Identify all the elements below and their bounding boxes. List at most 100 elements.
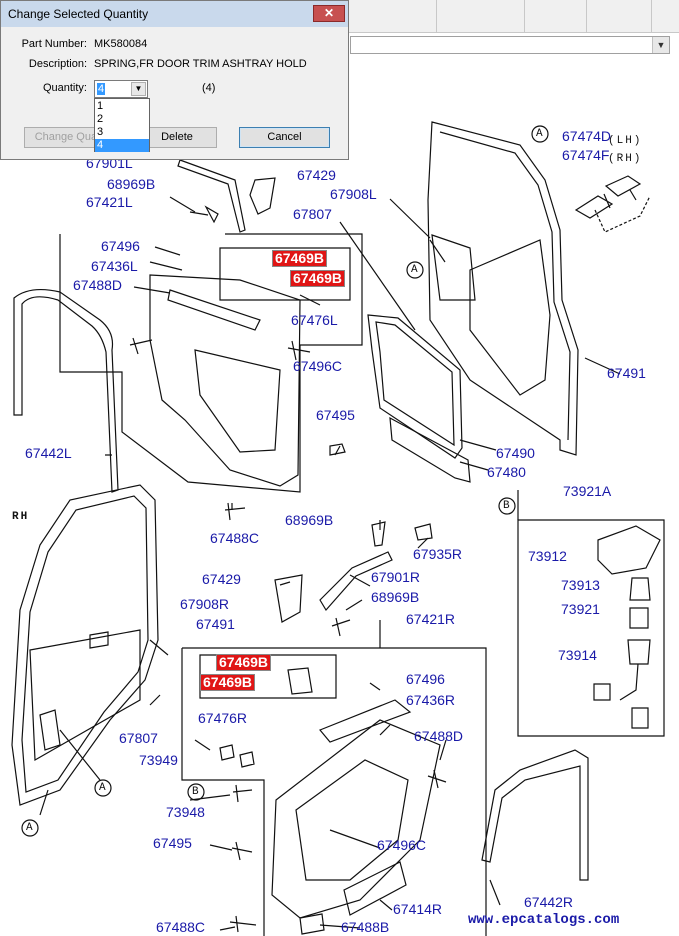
watermark: www.epcatalogs.com <box>468 912 620 928</box>
callout-67442r[interactable]: 67442R <box>524 894 574 910</box>
marker-a-circle <box>406 261 424 279</box>
marker-b: B <box>503 500 510 512</box>
callout-67807[interactable]: 67807 <box>293 206 332 222</box>
quantity-option[interactable]: 3 <box>97 126 104 138</box>
callout-67436r[interactable]: 67436R <box>406 692 456 708</box>
callout-68969b[interactable]: 68969B <box>285 512 334 528</box>
callout-67469b-highlighted[interactable]: 67469B <box>272 250 328 267</box>
marker-b-circle <box>187 783 205 801</box>
door-trim-left <box>149 274 301 487</box>
callout-67488c[interactable]: 67488C <box>210 530 260 546</box>
door-outer-left <box>11 484 159 806</box>
callout-73912[interactable]: 73912 <box>528 548 567 564</box>
part-number-label: Part Number: <box>21 38 87 50</box>
callout-67488c[interactable]: 67488C <box>156 919 206 935</box>
callout-67488d[interactable]: 67488D <box>414 728 464 744</box>
lh-label: (LH) <box>608 135 643 147</box>
callout-67495[interactable]: 67495 <box>316 407 355 423</box>
marker-a: A <box>26 822 33 834</box>
callout-67421r[interactable]: 67421R <box>406 611 456 627</box>
callout-73948[interactable]: 73948 <box>166 804 205 820</box>
callout-67476l[interactable]: 67476L <box>291 312 338 328</box>
rh-corner-label: RH <box>12 511 30 523</box>
chevron-down-icon[interactable]: ▼ <box>131 82 146 96</box>
quantity-option[interactable]: 2 <box>97 113 104 125</box>
callout-67474d[interactable]: 67474D <box>562 128 612 144</box>
door-outer-right <box>427 121 579 456</box>
callout-67490[interactable]: 67490 <box>496 445 535 461</box>
callout-67491[interactable]: 67491 <box>607 365 646 381</box>
toolbar-separator <box>524 0 525 32</box>
callout-67488d[interactable]: 67488D <box>73 277 123 293</box>
chevron-down-icon[interactable]: ▼ <box>652 37 669 53</box>
marker-b-circle <box>498 497 516 515</box>
callout-67908l[interactable]: 67908L <box>330 186 377 202</box>
callout-67901r[interactable]: 67901R <box>371 569 421 585</box>
callout-67496c[interactable]: 67496C <box>293 358 343 374</box>
marker-b: B <box>192 786 199 798</box>
description-value: SPRING,FR DOOR TRIM ASHTRAY HOLD <box>94 58 307 70</box>
callout-73913[interactable]: 73913 <box>561 577 600 593</box>
marker-a: A <box>411 264 418 276</box>
callout-73914[interactable]: 73914 <box>558 647 597 663</box>
quantity-select[interactable]: 4 ▼ <box>94 80 148 98</box>
door-trim-right <box>271 719 441 919</box>
cancel-button[interactable]: Cancel <box>239 127 330 148</box>
toolbar-separator <box>651 0 652 32</box>
part-number-value: MK580084 <box>94 38 148 50</box>
delete-button[interactable]: Delete <box>137 127 217 148</box>
callout-67496[interactable]: 67496 <box>101 238 140 254</box>
callout-67469b-highlighted[interactable]: 67469B <box>200 674 256 691</box>
callout-67488b[interactable]: 67488B <box>341 919 390 935</box>
callout-67421l[interactable]: 67421L <box>86 194 133 210</box>
callout-67496c[interactable]: 67496C <box>377 837 427 853</box>
callout-67908r[interactable]: 67908R <box>180 596 230 612</box>
callout-67429[interactable]: 67429 <box>202 571 241 587</box>
glass-run-left <box>13 288 119 493</box>
quantity-option[interactable]: 1 <box>97 100 104 112</box>
rh-label: (RH) <box>608 153 643 165</box>
callout-67476r[interactable]: 67476R <box>198 710 248 726</box>
callout-73921[interactable]: 73921 <box>561 601 600 617</box>
callout-67469b-highlighted[interactable]: 67469B <box>216 654 272 671</box>
trim-box-upper-left <box>59 233 363 493</box>
callout-67436l[interactable]: 67436L <box>91 258 138 274</box>
toolbar-separator <box>586 0 587 32</box>
glass-weatherstrip <box>367 314 463 459</box>
part-filter-combo[interactable]: ▼ <box>350 36 670 54</box>
callout-73949[interactable]: 73949 <box>139 752 178 768</box>
quantity-select-value: 4 <box>97 83 106 95</box>
callout-67491[interactable]: 67491 <box>196 616 235 632</box>
quantity-note: (4) <box>202 82 216 94</box>
hardware-box-b <box>517 519 665 737</box>
description-label: Description: <box>28 58 87 70</box>
callout-67480[interactable]: 67480 <box>487 464 526 480</box>
quantity-dropdown-list: 1 2 3 4 <box>94 98 150 152</box>
callout-67935r[interactable]: 67935R <box>413 546 463 562</box>
change-quantity-dialog: Change Selected Quantity ✕ Part Number: … <box>0 0 349 160</box>
close-button[interactable]: ✕ <box>313 5 345 22</box>
callout-67495[interactable]: 67495 <box>153 835 192 851</box>
callout-67469b-highlighted[interactable]: 67469B <box>290 270 346 287</box>
callout-67807[interactable]: 67807 <box>119 730 158 746</box>
callout-67429[interactable]: 67429 <box>297 167 336 183</box>
callout-67414r[interactable]: 67414R <box>393 901 443 917</box>
callout-67496[interactable]: 67496 <box>406 671 445 687</box>
callout-73921a[interactable]: 73921A <box>563 483 612 499</box>
marker-a-circle <box>21 819 39 837</box>
callout-68969b[interactable]: 68969B <box>107 176 156 192</box>
marker-a-circle <box>94 779 112 797</box>
marker-a: A <box>99 782 106 794</box>
dialog-titlebar: Change Selected Quantity ✕ <box>1 1 348 27</box>
callout-67474f[interactable]: 67474F <box>562 147 610 163</box>
marker-a: A <box>536 128 543 140</box>
glass-run-right <box>481 749 589 881</box>
marker-a-circle <box>531 125 549 143</box>
quantity-option-selected[interactable]: 4 <box>95 139 149 152</box>
callout-67442l[interactable]: 67442L <box>25 445 72 461</box>
callout-68969b[interactable]: 68969B <box>371 589 420 605</box>
toolbar-separator <box>436 0 437 32</box>
quantity-label: Quantity: <box>42 82 87 94</box>
dialog-title: Change Selected Quantity <box>8 7 149 21</box>
